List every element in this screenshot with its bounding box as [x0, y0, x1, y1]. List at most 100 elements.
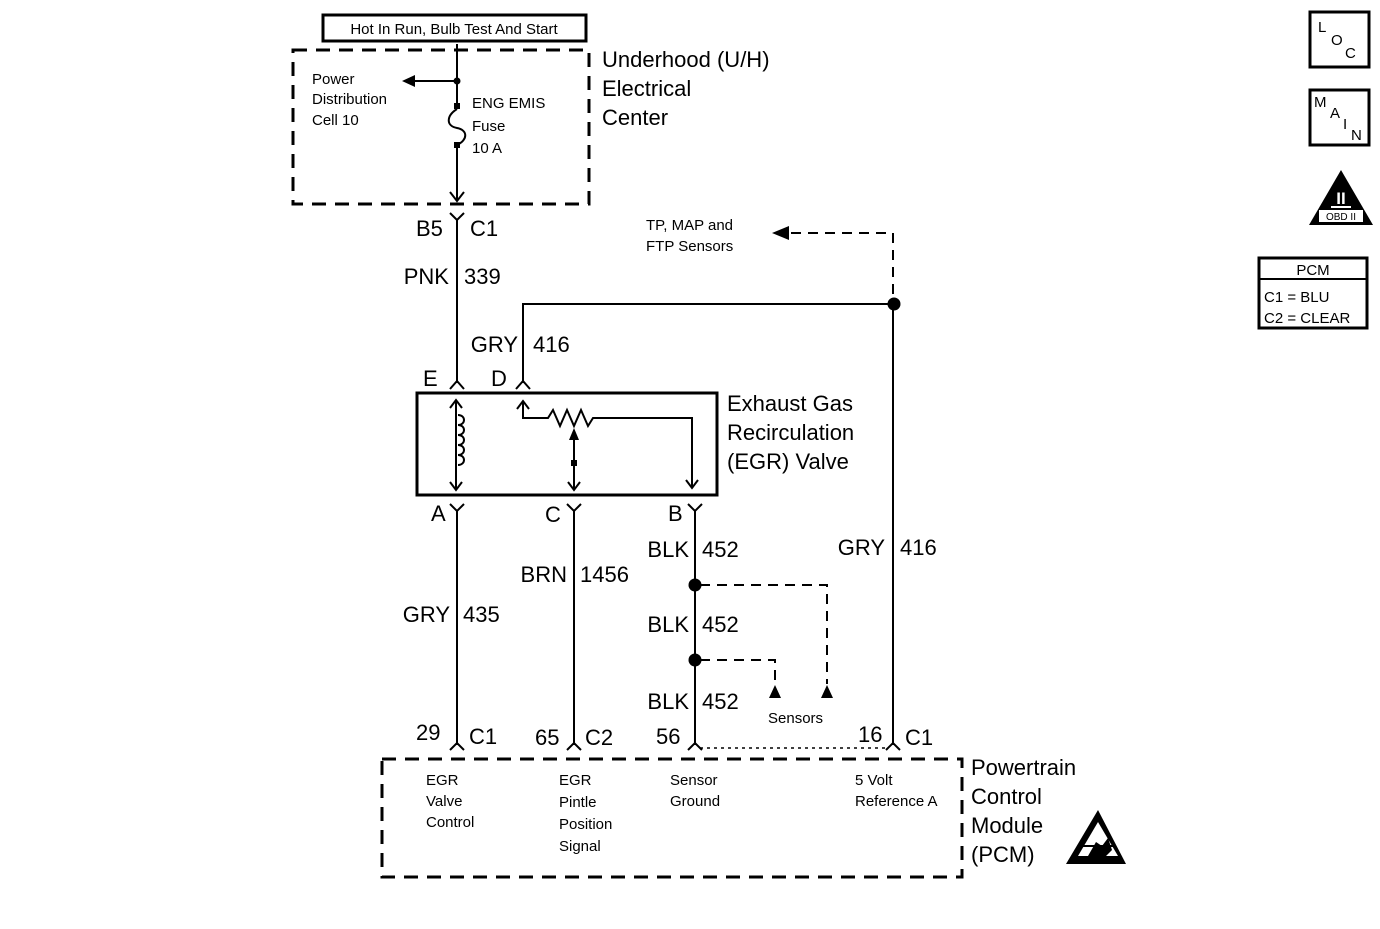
pcm-pin-65: [566, 741, 582, 751]
wire-brn-num: 1456: [580, 562, 629, 587]
power-dist-line3: Cell 10: [312, 112, 359, 129]
connector-c: [566, 503, 582, 513]
pcm-pin-29: [449, 741, 465, 751]
connector-b: [687, 503, 703, 513]
egr-pintle-line4: Signal: [559, 838, 601, 855]
wire-brn-color: BRN: [521, 562, 567, 587]
eng-emis-fuse: [402, 44, 467, 203]
wire-gry435-color: GRY: [403, 602, 451, 627]
pcm-title-line1: Powertrain: [971, 755, 1076, 780]
egr-title-line1: Exhaust Gas: [727, 391, 853, 416]
connector-b5-c1: [449, 212, 465, 222]
header-label: Hot In Run, Bulb Test And Start: [350, 21, 558, 38]
fuse-line1: ENG EMIS: [472, 95, 545, 112]
wire-pnk-num: 339: [464, 264, 501, 289]
egr-solenoid-icon: [449, 398, 465, 492]
connector-d: [515, 379, 531, 390]
esd-sensitive-icon: [1066, 810, 1126, 864]
main-letter-a: A: [1330, 105, 1340, 122]
connector-e-label: E: [423, 366, 438, 391]
pin-29-conn: C1: [469, 724, 497, 749]
wire-gry435-num: 435: [463, 602, 500, 627]
pin-16-conn: C1: [905, 725, 933, 750]
power-dist-line1: Power: [312, 71, 355, 88]
wire-gry-416: [522, 303, 894, 745]
egr-control-line1: EGR: [426, 772, 459, 789]
sensors-label: Sensors: [768, 710, 823, 727]
pcm-legend-title: PCM: [1296, 262, 1329, 279]
pin-65-conn: C2: [585, 725, 613, 750]
tp-map-dashed-wire: [790, 232, 894, 294]
pcm-title-line2: Control: [971, 784, 1042, 809]
uh-title-line3: Center: [602, 105, 668, 130]
main-icon[interactable]: [1308, 88, 1371, 147]
power-dist-line2: Distribution: [312, 91, 387, 108]
connector-d-label: D: [491, 366, 507, 391]
wire-blk3-color: BLK: [647, 689, 689, 714]
pin-65: 65: [535, 725, 559, 750]
connector-a: [449, 503, 465, 513]
pcm-box: [380, 757, 964, 879]
sensor-branch-2: [700, 659, 776, 684]
obd-ii-icon[interactable]: II OBD II: [1309, 170, 1373, 225]
pin-16: 16: [858, 722, 882, 747]
ref-line2: Reference A: [855, 793, 938, 810]
uh-title-line2: Electrical: [602, 76, 691, 101]
sensor-triangle-icon-1: [769, 685, 781, 698]
egr-pintle-sensor-icon: [516, 399, 699, 492]
pcm-legend-c2: C2 = CLEAR: [1264, 310, 1350, 327]
obd-label: OBD II: [1326, 212, 1356, 223]
sensor-triangle-icon-2: [821, 685, 833, 698]
wire-gry416b-color: GRY: [838, 535, 886, 560]
loc-letter-c: C: [1345, 45, 1356, 62]
loc-letter-o: O: [1331, 32, 1343, 49]
wire-blk1-color: BLK: [647, 537, 689, 562]
underhood-center-box: [291, 48, 591, 206]
egr-control-line2: Valve: [426, 793, 462, 810]
egr-control-line3: Control: [426, 814, 474, 831]
loc-icon[interactable]: [1308, 10, 1371, 69]
wire-blk3-num: 452: [702, 689, 739, 714]
splice-416: [887, 297, 901, 311]
power-arrow-icon: [402, 75, 415, 87]
wire-blk2-color: BLK: [647, 612, 689, 637]
wire-blk1-num: 452: [702, 537, 739, 562]
connector-c-label: C: [545, 502, 561, 527]
header-label-box: [321, 13, 588, 43]
connector-a-label: A: [431, 501, 446, 526]
ref-line1: 5 Volt: [855, 772, 893, 789]
uh-title-line1: Underhood (U/H): [602, 47, 770, 72]
connector-b5: B5: [416, 216, 443, 241]
sensor-ground-line1: Sensor: [670, 772, 718, 789]
wire-gry416-color: GRY: [471, 332, 519, 357]
egr-pintle-line3: Position: [559, 816, 612, 833]
obd-numeral: II: [1336, 189, 1345, 208]
pcm-legend-box: [1257, 256, 1369, 330]
pin-29: 29: [416, 720, 440, 745]
connector-c1-top: C1: [470, 216, 498, 241]
wire-pnk-color: PNK: [404, 264, 450, 289]
main-letter-n: N: [1351, 127, 1362, 144]
pcm-legend-c1: C1 = BLU: [1264, 289, 1329, 306]
egr-valve-box: [415, 391, 719, 497]
connector-b-label: B: [668, 501, 683, 526]
wire-blk2-num: 452: [702, 612, 739, 637]
sensor-arrow-icon: [772, 226, 789, 240]
pin-56: 56: [656, 724, 680, 749]
egr-pintle-line2: Pintle: [559, 794, 597, 811]
pcm-title-line4: (PCM): [971, 842, 1035, 867]
splice-blk-2: [688, 653, 702, 667]
wire-gry416-num: 416: [533, 332, 570, 357]
loc-letter-l: L: [1318, 19, 1326, 36]
fuse-line2: Fuse: [472, 118, 505, 135]
pcm-pin-16: [885, 741, 901, 751]
wire-gry416b-num: 416: [900, 535, 937, 560]
tp-map-label-line2: FTP Sensors: [646, 238, 733, 255]
fuse-line3: 10 A: [472, 140, 502, 157]
main-letter-i: I: [1343, 116, 1347, 133]
egr-pintle-line1: EGR: [559, 772, 592, 789]
sensor-ground-line2: Ground: [670, 793, 720, 810]
tp-map-label-line1: TP, MAP and: [646, 217, 733, 234]
connector-e: [449, 379, 465, 390]
